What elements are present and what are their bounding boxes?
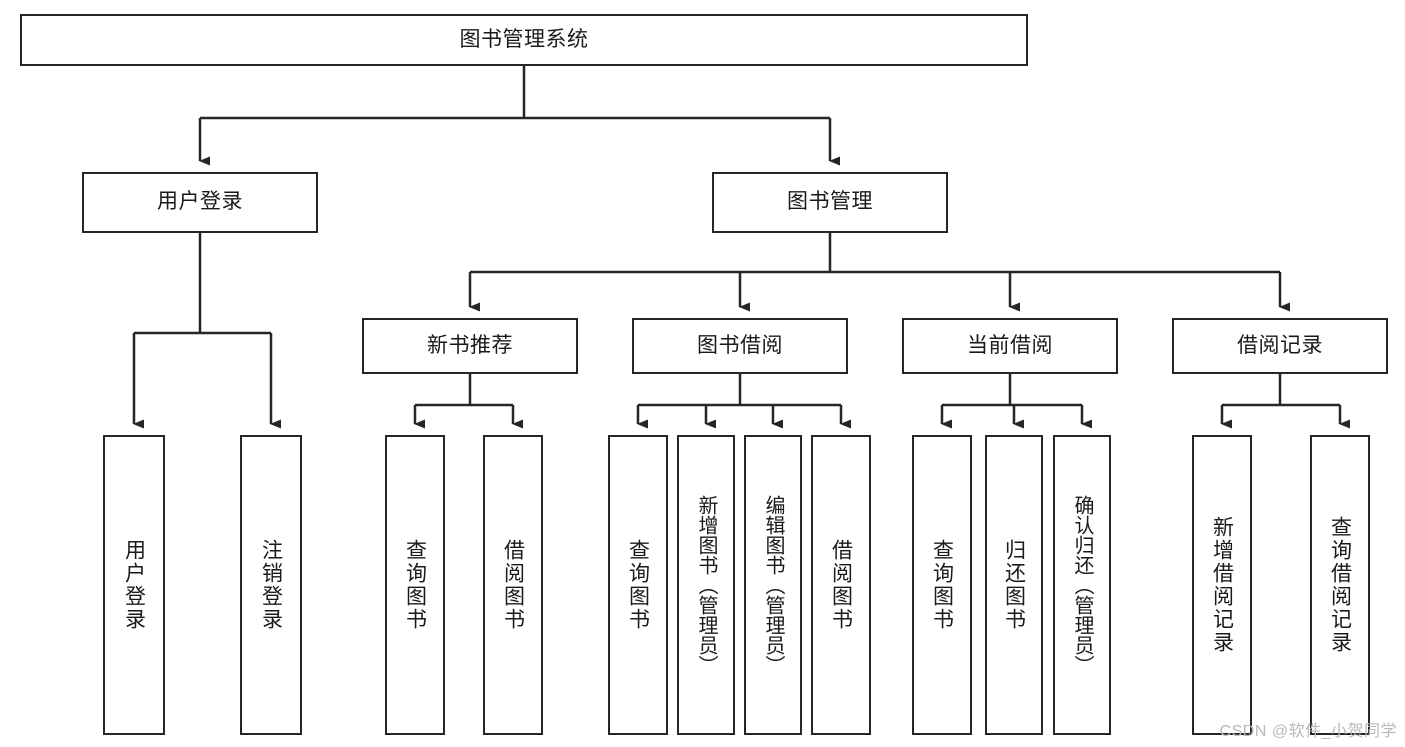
watermark-text: CSDN @软件_小贺同学 [1219, 723, 1397, 740]
node-leaf-confirm-return[interactable]: 确认归还（管理员） [1053, 435, 1111, 735]
node-label: 借阅图书 [829, 539, 853, 631]
node-label: 图书管理系统 [459, 27, 589, 51]
node-leaf-add-book[interactable]: 新增图书（管理员） [677, 435, 735, 735]
node-leaf-logout[interactable]: 注销登录 [240, 435, 302, 735]
node-label: 用户登录 [157, 190, 243, 214]
node-label: 查询借阅记录 [1328, 516, 1352, 654]
node-user-login[interactable]: 用户登录 [82, 172, 318, 233]
node-label: 查询图书 [930, 539, 954, 631]
node-label: 确认归还（管理员） [1071, 495, 1093, 675]
node-current-borrow[interactable]: 当前借阅 [902, 318, 1118, 374]
node-label: 查询图书 [403, 539, 427, 631]
node-leaf-query-book-3[interactable]: 查询图书 [912, 435, 972, 735]
node-new-book-recommend[interactable]: 新书推荐 [362, 318, 578, 374]
node-leaf-query-record[interactable]: 查询借阅记录 [1310, 435, 1370, 735]
node-label: 新增图书（管理员） [695, 495, 717, 675]
node-label: 查询图书 [626, 539, 650, 631]
node-leaf-add-record[interactable]: 新增借阅记录 [1192, 435, 1252, 735]
node-leaf-user-login[interactable]: 用户登录 [103, 435, 165, 735]
node-label: 新增借阅记录 [1210, 516, 1234, 654]
node-label: 借阅记录 [1237, 333, 1323, 357]
node-leaf-borrow-book-1[interactable]: 借阅图书 [483, 435, 543, 735]
node-label: 新书推荐 [427, 333, 513, 357]
node-borrow-record[interactable]: 借阅记录 [1172, 318, 1388, 374]
node-root[interactable]: 图书管理系统 [20, 14, 1028, 66]
node-book-manage[interactable]: 图书管理 [712, 172, 948, 233]
node-leaf-query-book-1[interactable]: 查询图书 [385, 435, 445, 735]
node-leaf-borrow-book-2[interactable]: 借阅图书 [811, 435, 871, 735]
node-label: 用户登录 [122, 539, 146, 631]
node-label: 编辑图书（管理员） [762, 495, 784, 675]
node-leaf-query-book-2[interactable]: 查询图书 [608, 435, 668, 735]
node-label: 图书借阅 [697, 333, 783, 357]
node-book-borrow[interactable]: 图书借阅 [632, 318, 848, 374]
node-label: 图书管理 [787, 190, 873, 214]
node-leaf-return-book[interactable]: 归还图书 [985, 435, 1043, 735]
node-label: 当前借阅 [967, 333, 1053, 357]
node-label: 借阅图书 [501, 539, 525, 631]
node-label: 归还图书 [1002, 539, 1026, 631]
node-label: 注销登录 [259, 539, 283, 631]
node-leaf-edit-book[interactable]: 编辑图书（管理员） [744, 435, 802, 735]
